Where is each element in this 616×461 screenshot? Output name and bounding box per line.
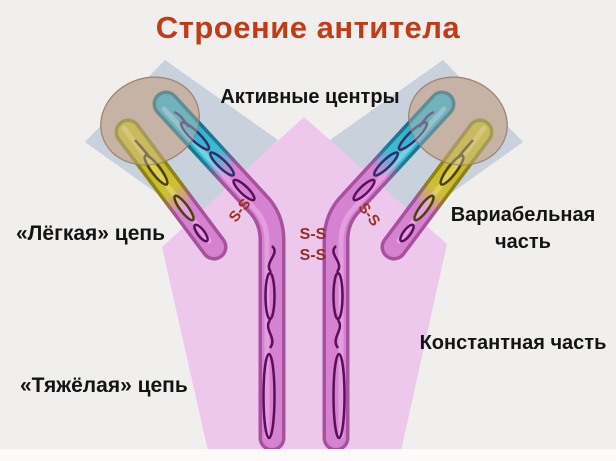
label-constant-region: Константная часть (419, 332, 607, 354)
ss-bond-center-lower: S-S (299, 247, 327, 264)
label-active-centers: Активные центры (220, 86, 400, 108)
label-heavy-chain: «Тяжёлая» цепь (20, 374, 188, 397)
constant-region-shape (162, 117, 447, 451)
label-variable-region: Вариабельная часть (450, 204, 596, 253)
ss-bond-center-upper: S-S (299, 226, 327, 243)
label-light-chain: «Лёгкая» цепь (16, 222, 165, 245)
bottom-strip (0, 449, 616, 461)
page-title: Строение антитела (155, 10, 461, 45)
